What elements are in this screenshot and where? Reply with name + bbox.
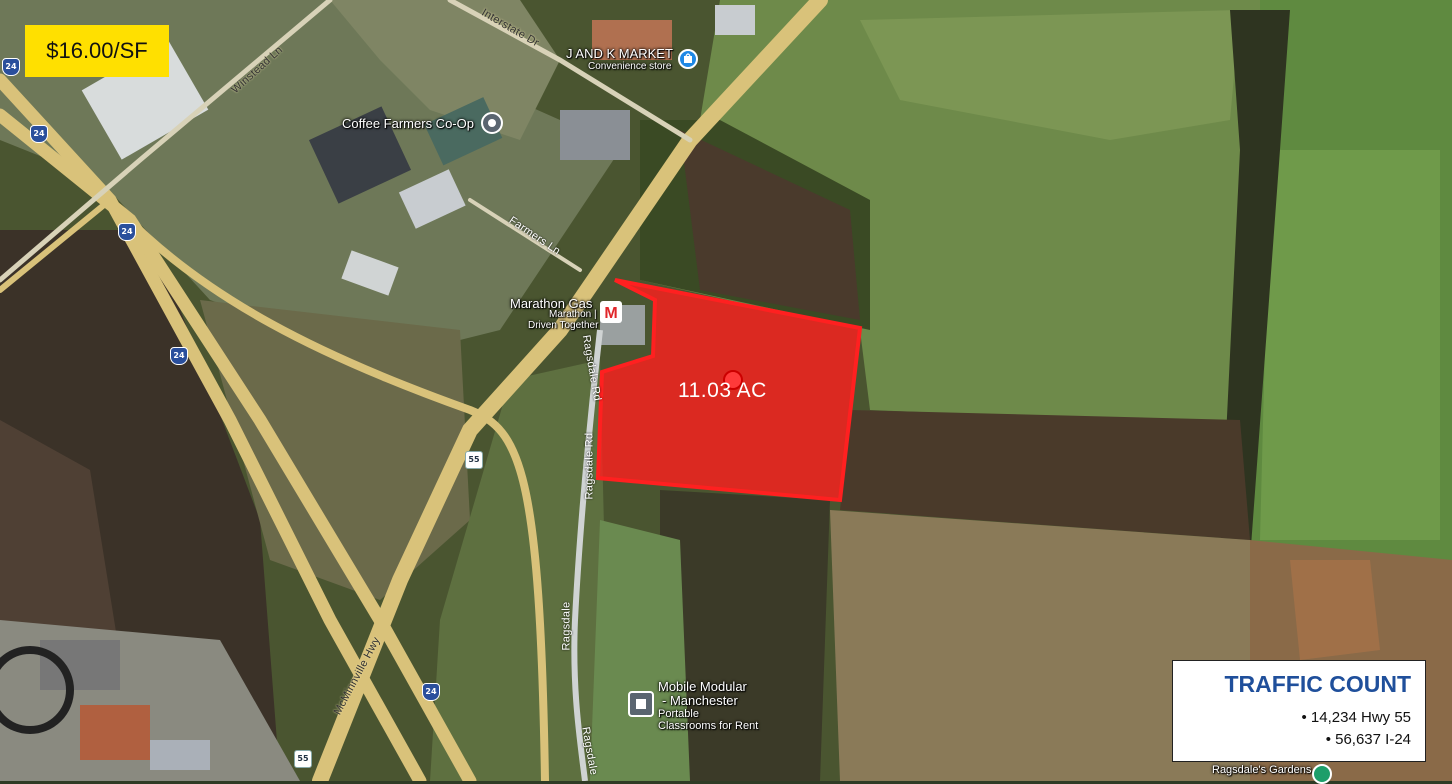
- garden-icon[interactable]: [1312, 764, 1332, 784]
- mobile-modular-label-2: - Manchester: [662, 693, 738, 708]
- price-badge: $16.00/SF: [25, 25, 169, 77]
- mobile-modular-label-3: Portable: [658, 708, 699, 720]
- i24-shield-3: 24: [118, 223, 136, 241]
- building-icon[interactable]: [628, 691, 654, 717]
- hwy55-shield-2: 55: [294, 750, 312, 768]
- parcel-acreage-label: 11.03 AC: [678, 379, 767, 402]
- mobile-modular-label-4: Classrooms for Rent: [658, 720, 759, 732]
- traffic-count-hwy55: • 14,234 Hwy 55: [1301, 709, 1411, 726]
- i24-shield-4: 24: [170, 347, 188, 365]
- map-pin-icon: [723, 370, 743, 390]
- shopping-bag-icon[interactable]: [678, 49, 698, 69]
- i24-shield-5: 24: [422, 683, 440, 701]
- jk-market-name[interactable]: J AND K MARKET: [566, 46, 673, 61]
- marathon-tagline-2: Driven Together: [528, 320, 599, 331]
- traffic-count-i24: • 56,637 I-24: [1325, 731, 1411, 748]
- marathon-gas-label[interactable]: Marathon Gas: [510, 296, 593, 311]
- parcel-outline: [595, 278, 863, 503]
- jk-market-type: Convenience store: [588, 61, 672, 72]
- ragsdales-gardens-label[interactable]: Ragsdale's Gardens: [1212, 764, 1312, 776]
- ragsdale-rd-label-3: Ragsdale: [560, 601, 573, 651]
- marathon-logo-icon[interactable]: M: [600, 301, 622, 323]
- traffic-count-panel: TRAFFIC COUNT • 14,234 Hwy 55 • 56,637 I…: [1172, 660, 1426, 762]
- i24-shield-1: 24: [2, 58, 20, 76]
- ragsdale-rd-label-2: Ragsdale Rd: [583, 432, 596, 500]
- place-pin-icon[interactable]: [481, 112, 503, 134]
- marathon-tagline-1: Marathon |: [549, 309, 597, 320]
- svg-text:M: M: [604, 305, 617, 322]
- mobile-modular-label-1[interactable]: Mobile Modular: [658, 679, 747, 694]
- hwy55-shield-1: 55: [465, 451, 483, 469]
- i24-shield-2: 24: [30, 125, 48, 143]
- coffee-coop-label[interactable]: Coffee Farmers Co-Op: [342, 116, 474, 131]
- traffic-count-title: TRAFFIC COUNT: [1224, 671, 1411, 697]
